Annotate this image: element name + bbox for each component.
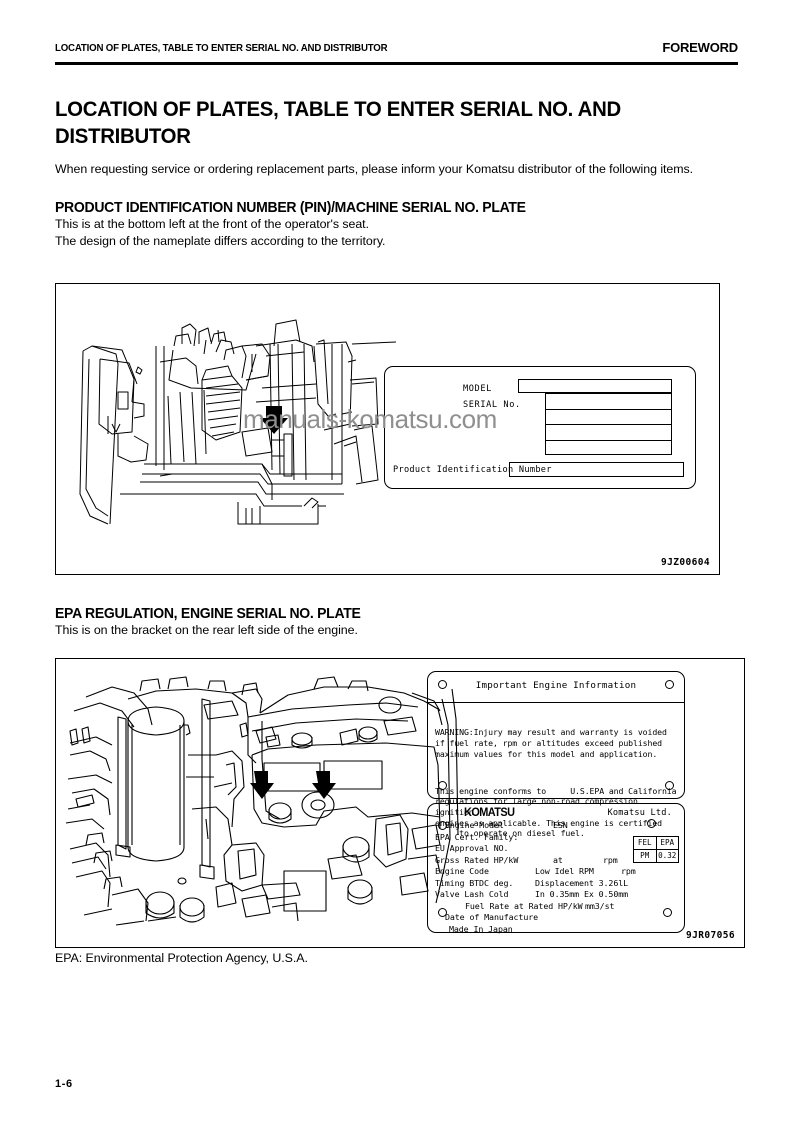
page-number: 1-6	[55, 1078, 73, 1090]
intro-paragraph: When requesting service or ordering repl…	[55, 161, 694, 176]
epa-footnote: EPA: Environmental Protection Agency, U.…	[55, 951, 308, 965]
nameplate-serial-row	[546, 410, 671, 425]
field-value: In 0.35mm Ex 0.50mm	[535, 889, 629, 899]
field-label: Gross Rated HP/kW	[435, 854, 519, 865]
pointer-arrow-icon	[312, 771, 336, 799]
field-label: Fuel Rate at Rated HP/kW	[465, 900, 583, 911]
fel-table-value-row: PM 0.32	[634, 849, 678, 862]
page-header: LOCATION OF PLATES, TABLE TO ENTER SERIA…	[55, 40, 738, 68]
epa-label-title: Important Engine Information	[475, 680, 637, 691]
engine-plate-row: EPA Cert. Family:	[435, 832, 679, 844]
nameplate-model-field	[518, 379, 672, 393]
header-rule	[55, 62, 738, 65]
figure-epa-plate: Important Engine Information WARNING:Inj…	[55, 658, 745, 948]
fel-table-value-cell: 0.32	[658, 850, 677, 860]
pin-line-2: The design of the nameplate differs acco…	[55, 234, 386, 249]
field-value: ESN	[553, 820, 568, 830]
nameplate-serial-row	[546, 441, 671, 457]
header-right-title: FOREWORD	[662, 40, 738, 55]
engine-plate-row: Timing BTDC deg. Displacement 3.26lL	[435, 878, 679, 890]
field-unit: rpm	[621, 866, 636, 876]
epa-important-engine-information-label: Important Engine Information WARNING:Inj…	[427, 671, 685, 838]
nameplate-serial-row	[546, 394, 671, 410]
nameplate-serial-fields	[545, 393, 672, 455]
engine-plate-row: Engine Code Low Idel RPM rpm	[435, 866, 679, 878]
section-heading-epa: EPA REGULATION, ENGINE SERIAL NO. PLATE	[55, 606, 361, 622]
engine-plate-field-rows: Engine Model ESN EPA Cert. Family: EU App…	[435, 820, 679, 935]
bolt-hole-icon	[438, 680, 447, 689]
nameplate-model-label: MODEL	[463, 384, 492, 394]
komatsu-company-name: Komatsu Ltd.	[607, 808, 672, 818]
pin-nameplate: MODEL SERIAL No. Product Identification …	[384, 366, 696, 489]
field-label: Valve Lash Cold	[435, 889, 509, 899]
epa-conformance-text: This engine conforms to U.S.EPA and Cali…	[435, 785, 677, 839]
field-label: EPA Cert. Family:	[435, 831, 519, 842]
bolt-hole-icon	[438, 781, 447, 790]
figure-pin-plate: MODEL SERIAL No. Product Identification …	[55, 283, 720, 575]
page-title: LOCATION OF PLATES, TABLE TO ENTER SERIA…	[55, 98, 621, 149]
content-column: LOCATION OF PLATES, TABLE TO ENTER SERIA…	[55, 96, 738, 250]
field-label: Engine Code	[435, 866, 489, 876]
pin-line-1: This is at the bottom left at the front …	[55, 217, 369, 232]
field-label: Engine Model	[445, 820, 504, 830]
epa-label-title-row: Important Engine Information	[428, 672, 684, 703]
komatsu-logo: KOMATSU	[464, 807, 515, 819]
epa-warning-text: WARNING:Injury may result and warranty i…	[435, 727, 667, 759]
fel-epa-emissions-table: FEL EPA PM 0.32	[633, 836, 679, 863]
field-value: at	[553, 854, 563, 865]
fel-table-value-cell: PM	[634, 849, 657, 862]
engine-line-drawing	[65, 676, 459, 926]
field-label: EU Approval NO.	[435, 843, 509, 853]
operator-seat-line-drawing	[79, 319, 397, 525]
section-epa-text: EPA REGULATION, ENGINE SERIAL NO. PLATE …	[55, 606, 738, 639]
epa-label-body: WARNING:Injury may result and warranty i…	[435, 706, 677, 860]
komatsu-engine-serial-plate: KOMATSU Komatsu Ltd. Engine Model ESN EPA…	[427, 803, 685, 935]
engine-plate-row: Made In Japan	[435, 924, 679, 936]
engine-plate-row: EU Approval NO.	[435, 843, 679, 855]
pointer-arrow-icon	[250, 771, 274, 799]
figure-id-epa: 9JR07056	[686, 930, 735, 941]
nameplate-pin-label: Product Identification Number	[393, 465, 552, 475]
field-unit: rpm	[603, 854, 618, 865]
bolt-hole-icon	[663, 908, 672, 917]
epa-line-1: This is on the bracket on the rear left …	[55, 623, 358, 637]
nameplate-serial-label: SERIAL No.	[463, 400, 521, 410]
bolt-hole-icon	[647, 819, 656, 828]
field-label: Date of Manufacture	[445, 912, 539, 922]
engine-plate-row: Date of Manufacture	[435, 912, 679, 924]
fel-table-header-cell: FEL	[634, 837, 657, 849]
engine-plate-row: Valve Lash Cold In 0.35mm Ex 0.50mm	[435, 889, 679, 901]
bolt-hole-icon	[665, 781, 674, 790]
engine-plate-row: Gross Rated HP/kW at rpm	[435, 855, 679, 867]
bolt-hole-icon	[665, 680, 674, 689]
bolt-hole-icon	[438, 908, 447, 917]
field-value: Displacement 3.26lL	[535, 877, 629, 888]
fel-table-header-cell: EPA	[660, 838, 675, 847]
field-label: Made In Japan	[449, 923, 513, 934]
field-value: Low Idel RPM	[535, 866, 594, 876]
bolt-hole-icon	[438, 821, 447, 830]
fel-table-header-row: FEL EPA	[634, 837, 678, 850]
header-left-title: LOCATION OF PLATES, TABLE TO ENTER SERIA…	[55, 42, 388, 54]
field-label: Timing BTDC deg.	[435, 877, 514, 888]
nameplate-pin-field	[509, 462, 684, 477]
field-unit: mm3/st	[585, 900, 615, 911]
engine-plate-row: Engine Model ESN	[435, 820, 679, 832]
section-heading-pin: PRODUCT IDENTIFICATION NUMBER (PIN)/MACH…	[55, 200, 526, 217]
nameplate-serial-row	[546, 425, 671, 441]
pointer-arrow-icon	[260, 406, 288, 434]
figure-id-pin: 9JZ00604	[661, 557, 710, 568]
